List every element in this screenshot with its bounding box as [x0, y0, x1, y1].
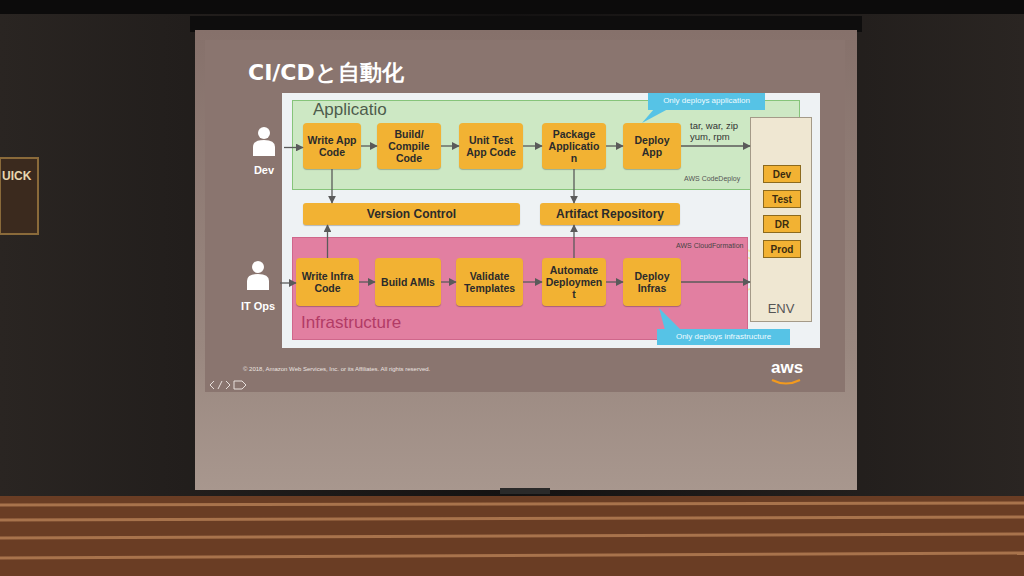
- node-text: Write App Code: [305, 134, 359, 158]
- person-glyph: [252, 126, 276, 156]
- node-text: Applicatio: [313, 100, 387, 120]
- callout-box: Only deploys infrastructure: [657, 329, 790, 345]
- process-box: Deploy Infras: [623, 258, 681, 306]
- flow-arrow: [681, 281, 750, 282]
- infrastructure-band: Infrastructure Write Infra Code Build AMIs…: [292, 237, 748, 340]
- flow-arrow: [331, 169, 332, 203]
- environment-item: Prod: [763, 240, 801, 258]
- node-text: Deploy Infras: [625, 270, 679, 294]
- process-box: Automate Deploymen t: [542, 258, 606, 306]
- node-text: Dev: [234, 164, 294, 176]
- flow-arrow: [573, 225, 574, 258]
- floor-planks: [0, 503, 1024, 558]
- node-text: Test: [772, 194, 792, 205]
- person-body: [253, 140, 275, 156]
- process-box: Write App Code: [303, 123, 361, 169]
- process-box: Deploy App: [623, 123, 681, 169]
- environment-box: ENV DevTestDR Prod: [750, 117, 812, 322]
- repository-box: Artifact Repository: [540, 203, 680, 225]
- wall-sign: [0, 158, 38, 234]
- node-text: Package Applicatio n: [544, 128, 604, 164]
- screen-handle: [500, 488, 550, 494]
- process-box: Build AMIs: [375, 258, 441, 306]
- node-text: Dev: [773, 169, 791, 180]
- flow-arrow: [681, 145, 750, 146]
- process-box: Write Infra Code: [296, 258, 359, 306]
- node-text: Validate Templates: [458, 270, 521, 294]
- node-text: Artifact Repository: [556, 207, 664, 221]
- node-text: Prod: [771, 244, 794, 255]
- aws-smile: [772, 380, 800, 384]
- node-text: Build/ Compile Code: [379, 128, 439, 164]
- environment-item: Test: [763, 190, 801, 208]
- environment-item: DR: [763, 215, 801, 233]
- flow-arrow: [606, 281, 623, 282]
- slide: [205, 40, 845, 392]
- callout-box: Only deploys application: [648, 93, 765, 110]
- screen-housing: [190, 16, 862, 32]
- person-body: [247, 274, 269, 290]
- copyright-note: © 2018, Amazon Web Services, Inc. or its…: [243, 366, 543, 373]
- brand-logo: aws: [771, 358, 811, 378]
- node-text: Only deploys application: [663, 97, 750, 105]
- callout-pointer: [642, 109, 668, 123]
- flow-arrow: [523, 145, 542, 146]
- service-name: AWS CloudFormation: [676, 242, 756, 250]
- callout-tail: [650, 109, 680, 131]
- wall-sign-text: UICK: [2, 170, 38, 184]
- flow-arrow: [441, 281, 456, 282]
- flow-arrow: [606, 145, 623, 146]
- person-icon: IT Ops: [236, 260, 280, 312]
- slide-title: CI/CDと自動化: [248, 58, 404, 88]
- ceiling: [0, 0, 1024, 14]
- environment-item: Dev: [763, 165, 801, 183]
- node-text: Infrastructure: [301, 313, 401, 333]
- flow-arrow: [361, 145, 377, 146]
- flow-arrow: [359, 281, 375, 282]
- callout-tail: [659, 308, 689, 330]
- process-box: Package Applicatio n: [542, 123, 606, 169]
- process-box: Unit Test App Code: [459, 123, 523, 169]
- flow-arrow: [523, 281, 542, 282]
- node-text: Deploy App: [625, 134, 679, 158]
- flow-arrow: [280, 282, 296, 283]
- diagram-panel: [282, 93, 820, 348]
- node-text: Write Infra Code: [298, 270, 357, 294]
- wood-floor: [0, 496, 1024, 576]
- node-text: ENV: [751, 301, 811, 316]
- node-text: Version Control: [367, 207, 456, 221]
- node-text: DR: [775, 219, 789, 230]
- projection-screen: [195, 30, 857, 490]
- node-text: Only deploys infrastructure: [676, 333, 771, 341]
- person-head: [252, 261, 264, 273]
- flow-arrow: [284, 147, 303, 148]
- node-text: Automate Deploymen t: [544, 264, 604, 300]
- process-box: Validate Templates: [456, 258, 523, 306]
- person-icon: Dev: [244, 126, 284, 176]
- person-head: [258, 127, 270, 139]
- service-name: AWS CodeDeploy: [684, 175, 756, 183]
- flow-arrow: [573, 169, 574, 203]
- callout-pointer: [659, 308, 681, 330]
- process-box: Build/ Compile Code: [377, 123, 441, 169]
- file-types-note: tar, war, zip yum, rpm: [690, 121, 752, 143]
- person-glyph: [246, 260, 270, 290]
- node-text: IT Ops: [226, 300, 290, 312]
- flow-arrow: [327, 225, 328, 258]
- node-text: Build AMIs: [381, 276, 435, 288]
- footer-glyphs: [210, 381, 246, 389]
- flow-arrow: [441, 145, 459, 146]
- node-text: Unit Test App Code: [461, 134, 521, 158]
- repository-box: Version Control: [303, 203, 520, 225]
